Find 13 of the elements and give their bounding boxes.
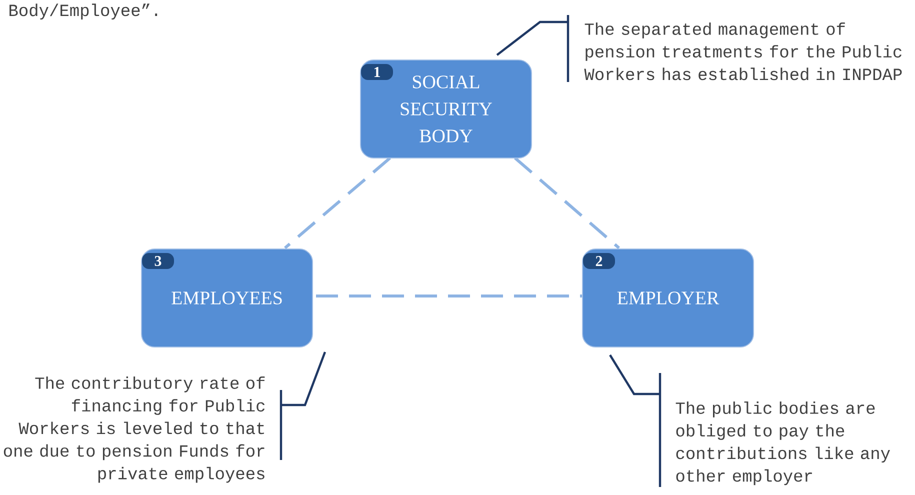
callout-text: The public bodies are obliged to pay the contributions like any other employer (676, 402, 890, 486)
leader-line (496, 14, 570, 84)
connector-line (284, 156, 391, 250)
callout-text: The separated management of pension treatments for the Public Workers has established in INPDAP (584, 22, 902, 80)
note-text: Body/Employee”. (10, 4, 158, 20)
leader-line (608, 354, 662, 488)
connector-line (514, 156, 620, 250)
number-badge: 3 (142, 253, 174, 269)
number-badge: 1 (361, 64, 393, 80)
number-badge: 2 (583, 253, 615, 269)
callout-text: The contributory rate of financing for Public Workers is leveled to that one due to pension Funds for private employees (4, 376, 265, 483)
leader-line (280, 350, 326, 462)
connector-line (316, 294, 582, 298)
